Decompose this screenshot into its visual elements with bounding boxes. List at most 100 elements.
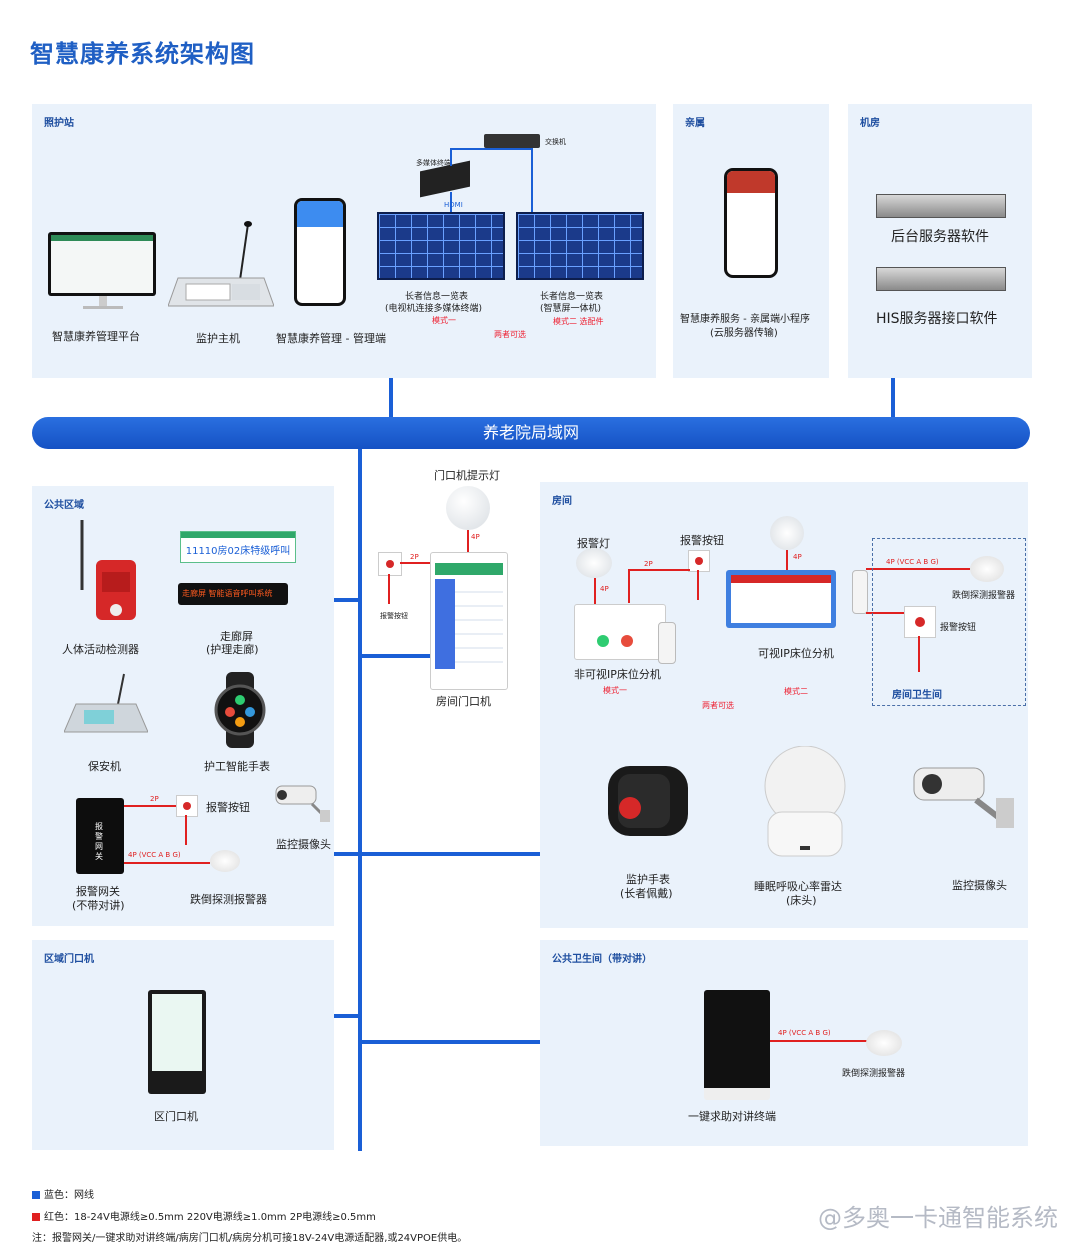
door-unit-device bbox=[430, 552, 508, 690]
radar-device bbox=[760, 745, 850, 860]
sos-terminal-device bbox=[704, 990, 770, 1100]
legend-note: 注：报警网关/一键求助对讲终端/病房门口机/病房分机可接18V-24V电源适配器… bbox=[32, 1233, 468, 1244]
wire-2p-label: 2P bbox=[150, 795, 159, 803]
room-wire-4p-b: 4P bbox=[793, 553, 802, 561]
fall-detector-device bbox=[210, 850, 240, 872]
panel-title: 照护站 bbox=[44, 118, 74, 129]
security-label: 保安机 bbox=[88, 760, 121, 773]
corridor-label-2: (护理走廊) bbox=[206, 643, 259, 656]
toilet-fall-detector-label: 跌倒探测报警器 bbox=[842, 1069, 906, 1079]
legend-blue: 蓝色：网线 bbox=[32, 1186, 94, 1201]
either-label: 两者可选 bbox=[494, 330, 526, 339]
video-unit-device bbox=[726, 570, 836, 628]
room-button-wire-v bbox=[628, 569, 630, 603]
machine-to-lan-line bbox=[891, 378, 895, 418]
switch-device bbox=[484, 134, 540, 148]
phone-device bbox=[294, 198, 346, 306]
trunk-line bbox=[358, 449, 362, 1151]
server-1-device bbox=[876, 194, 1006, 218]
room-button-wire bbox=[628, 569, 690, 571]
panel-title: 机房 bbox=[860, 118, 880, 129]
toilet-button-device bbox=[904, 606, 936, 638]
alarm-button-cord bbox=[185, 815, 187, 845]
toilet-button-label: 报警按钮 bbox=[940, 623, 977, 633]
video-lamp-device bbox=[770, 516, 804, 550]
page-title: 智慧康养系统架构图 bbox=[30, 40, 255, 68]
toilet-button-cord bbox=[918, 636, 920, 672]
watch-device bbox=[212, 672, 268, 748]
switch-to-box-line bbox=[450, 148, 452, 166]
fall-wire bbox=[866, 568, 970, 570]
video-handset-device bbox=[852, 570, 868, 614]
media-box-label: 多媒体终端 bbox=[416, 159, 451, 167]
host-label: 监护主机 bbox=[196, 332, 240, 345]
public-area-link bbox=[334, 598, 360, 602]
host-device bbox=[167, 218, 275, 308]
non-video-unit-device bbox=[574, 604, 666, 660]
door-wire-4p: 4P bbox=[471, 533, 480, 541]
handset-device bbox=[658, 622, 676, 664]
switch-down-line bbox=[531, 148, 533, 212]
switch-link-line bbox=[450, 148, 532, 150]
panel-title: 公共卫生间（带对讲） bbox=[552, 954, 652, 965]
area-door-label: 区门口机 bbox=[154, 1110, 198, 1123]
sos-terminal-label: 一键求助对讲终端 bbox=[688, 1110, 776, 1123]
corridor-led: 走廊屏 智能语音呼叫系统 bbox=[178, 583, 288, 605]
panel-title: 亲属 bbox=[685, 118, 705, 129]
gateway-label-1: 报警网关 bbox=[76, 885, 120, 898]
room-fall-detector-label: 跌倒探测报警器 bbox=[952, 591, 1016, 601]
box-to-screen-line bbox=[450, 192, 452, 212]
room-camera-device bbox=[910, 754, 1020, 830]
gateway-text: 报警网关 bbox=[95, 822, 103, 861]
screen-2-title: 长者信息一览表 bbox=[540, 292, 604, 302]
gateway-label-2: (不带对讲) bbox=[72, 899, 125, 912]
server-2-label: HIS服务器接口软件 bbox=[876, 311, 998, 327]
room-mode-2: 模式二 bbox=[784, 687, 808, 696]
radar-label-1: 睡眠呼吸心率雷达 bbox=[754, 880, 842, 893]
watermark: @多奥一卡通智能系统 bbox=[818, 1204, 1058, 1232]
alarm-button-label: 报警按钮 bbox=[206, 801, 250, 814]
gateway-button-wire bbox=[124, 805, 176, 807]
room-wire-fall: 4P (VCC A B G) bbox=[886, 558, 939, 566]
gateway-device: 报警网关 bbox=[76, 798, 124, 874]
mode-2-label: 模式二 选配件 bbox=[553, 317, 604, 326]
toilet-zone bbox=[872, 538, 1026, 706]
room-wire-4p-a: 4P bbox=[600, 585, 609, 593]
door-button-cord bbox=[388, 574, 390, 604]
wire-4p-label: 4P (VCC A B G) bbox=[128, 851, 181, 859]
room-mode-1: 模式一 bbox=[603, 686, 627, 695]
alarm-lamp-wire bbox=[594, 578, 596, 604]
screen-2 bbox=[516, 212, 644, 280]
mode-1-label: 模式一 bbox=[432, 316, 456, 325]
door-button-device bbox=[378, 552, 402, 576]
corridor-led-text: 走廊屏 智能语音呼叫系统 bbox=[182, 589, 273, 598]
security-device bbox=[63, 668, 149, 736]
fall-detector-label: 跌倒探测报警器 bbox=[190, 893, 267, 906]
app-label: 智慧康养管理 - 管理端 bbox=[276, 332, 386, 345]
corridor-lcd-text: 11110房02床特级呼叫 bbox=[185, 546, 291, 557]
area-door-link bbox=[334, 1014, 360, 1018]
toilet-wire-label: 4P (VCC A B G) bbox=[778, 1029, 831, 1037]
door-lamp-device bbox=[446, 486, 490, 530]
detector-label: 人体活动检测器 bbox=[62, 643, 139, 656]
legend-blue-text: 蓝色：网线 bbox=[44, 1190, 94, 1201]
panel-title: 房间 bbox=[552, 496, 572, 507]
room-either: 两者可选 bbox=[702, 701, 734, 710]
platform-label: 智慧康养管理平台 bbox=[52, 330, 140, 343]
door-wire-2p: 2P bbox=[410, 553, 419, 561]
panel-title: 区域门口机 bbox=[44, 954, 94, 965]
corridor-lcd: 11110房02床特级呼叫 bbox=[180, 531, 296, 563]
toilet-button-wire bbox=[866, 612, 904, 614]
door-button-label: 报警按钮 bbox=[380, 612, 408, 620]
video-label: 可视IP床位分机 bbox=[758, 647, 834, 660]
room-watch-label-2: (长者佩戴) bbox=[620, 887, 673, 900]
public-toilet-panel: 公共卫生间（带对讲） bbox=[540, 940, 1028, 1146]
family-label-2: (云服务器传输) bbox=[710, 328, 778, 339]
door-unit-link bbox=[358, 654, 430, 658]
door-button-wire bbox=[400, 562, 430, 564]
family-phone-device bbox=[724, 168, 778, 278]
room-alarm-button-label: 报警按钮 bbox=[680, 534, 724, 547]
nurse-to-lan-line bbox=[389, 378, 393, 418]
panel-title: 公共区域 bbox=[44, 500, 84, 511]
machine-room-panel: 机房 bbox=[848, 104, 1032, 378]
